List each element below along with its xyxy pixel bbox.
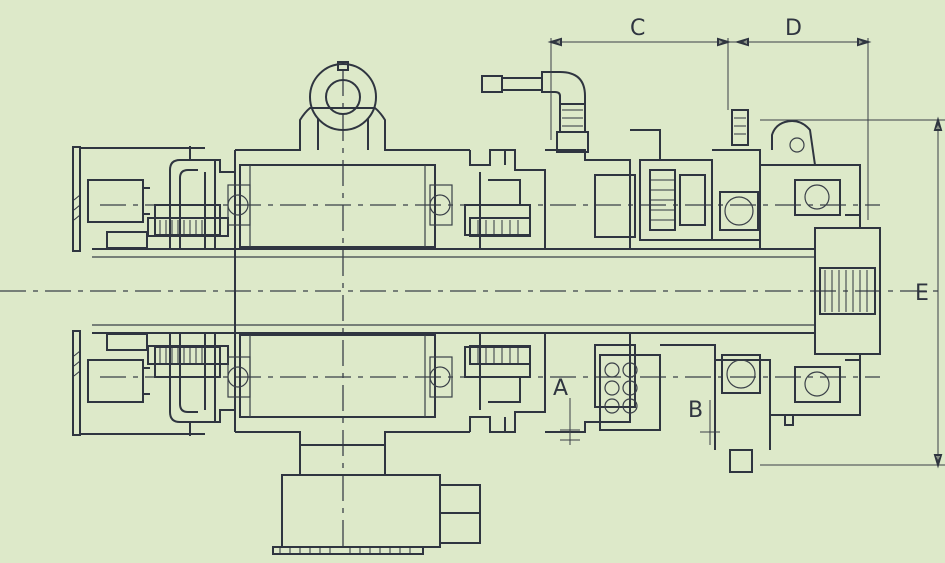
dimension-b (700, 400, 720, 445)
left-motor-block-bottom (87, 333, 150, 403)
label-b: B (688, 398, 703, 423)
shaft-end-coupling (814, 215, 881, 367)
label-c: C (630, 16, 645, 41)
bottom-pedestal (272, 444, 481, 555)
left-bearing-housing-top (147, 146, 235, 250)
top-nipple-fitting (731, 109, 749, 146)
right-bearing-housing-top (464, 149, 546, 250)
right-bearing-housing-bottom (464, 333, 546, 433)
dimension-a (560, 398, 580, 445)
dimension-c (547, 37, 732, 140)
dimension-e (760, 116, 945, 469)
label-e: E (915, 281, 929, 306)
rotary-joint-bottom (545, 333, 861, 473)
label-d: D (785, 16, 802, 41)
rotary-joint-top (545, 120, 861, 250)
label-a: A (553, 376, 568, 401)
left-motor-block-top (87, 179, 150, 249)
shaft (92, 248, 815, 334)
top-elbow-fitting (481, 71, 589, 153)
dimension-d (728, 37, 872, 220)
left-end-plate (72, 146, 205, 436)
left-bearing-housing-bottom (147, 333, 235, 436)
roll-body (227, 107, 470, 446)
lifting-eye (309, 61, 377, 150)
